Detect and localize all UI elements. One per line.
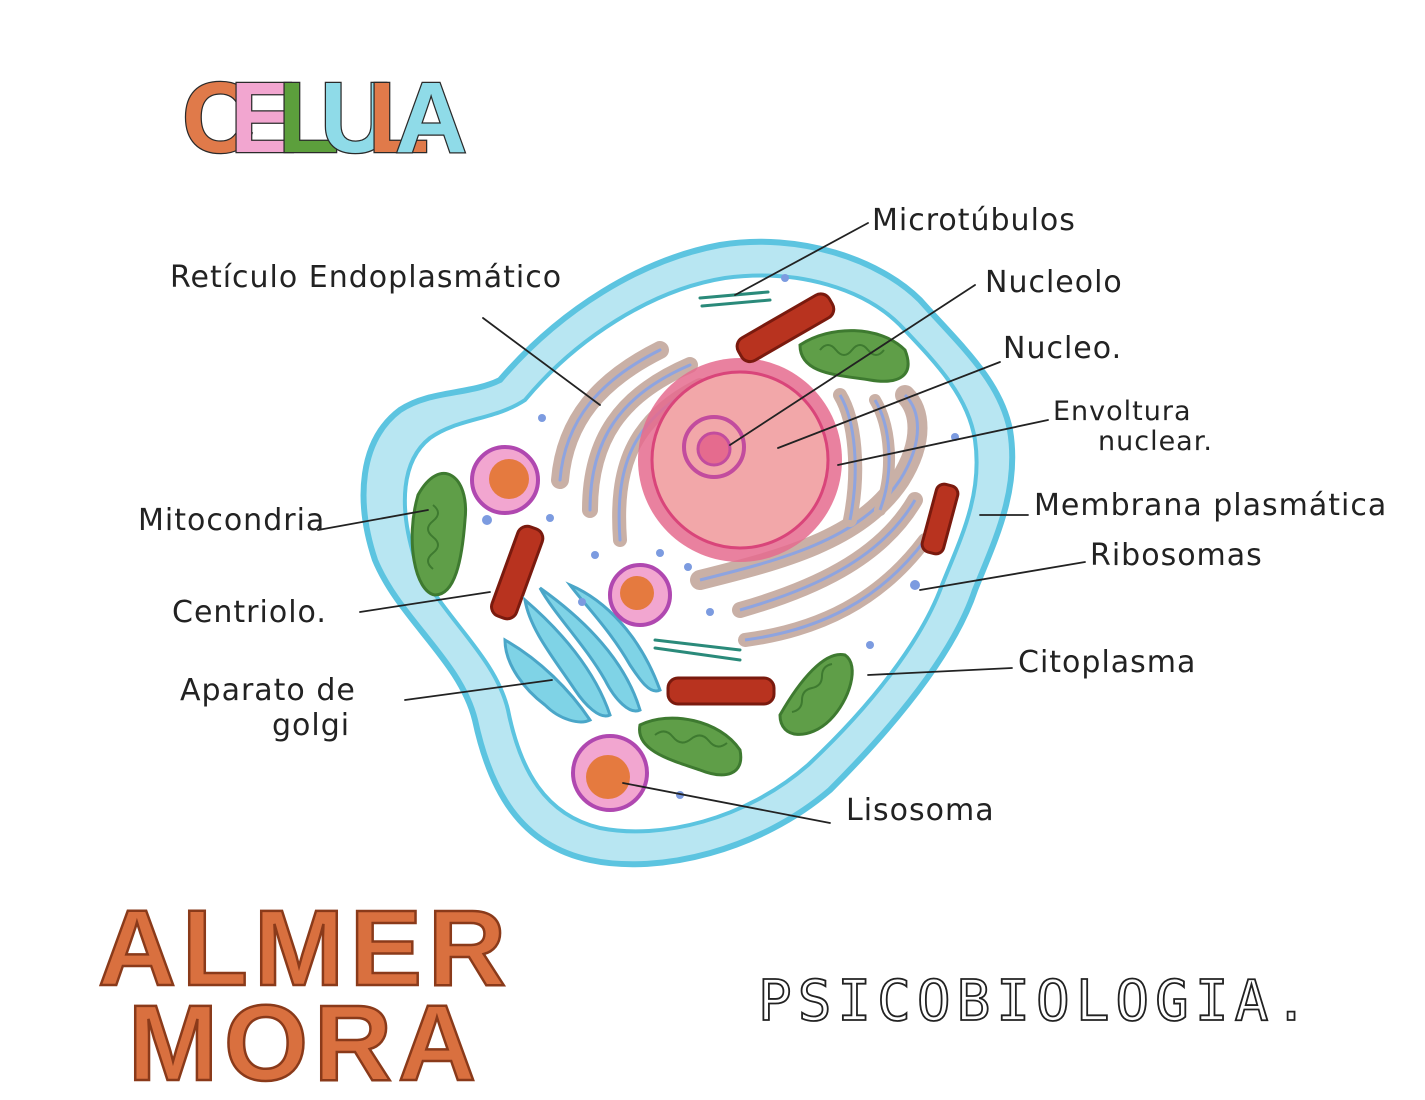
title-letter-u: U xyxy=(320,62,392,174)
title-letter-e: E xyxy=(230,62,297,174)
centriole-2 xyxy=(490,524,545,621)
label-reticulo: Retículo Endoplasmático xyxy=(170,260,562,295)
label-golgi-1: Aparato de xyxy=(180,673,356,708)
label-nucleo: Nucleo. xyxy=(1003,331,1122,366)
label-microtubulos: Microtúbulos xyxy=(872,203,1076,238)
centriole-4 xyxy=(920,482,960,556)
label-centriolo: Centriolo. xyxy=(172,595,327,630)
label-envoltura-2: nuclear. xyxy=(1098,426,1213,457)
author-line-2: MORA xyxy=(128,982,482,1100)
subject-title: PSICOBIOLOGIA. xyxy=(758,969,1314,1034)
label-membrana: Membrana plasmática xyxy=(1034,488,1387,523)
centriole-3 xyxy=(666,676,776,706)
label-envoltura-1: Envoltura xyxy=(1053,396,1192,427)
mitochondrion-1 xyxy=(410,472,468,597)
lysosomes xyxy=(470,445,672,812)
title-letter-l1: L xyxy=(278,62,339,174)
labels: Microtúbulos Retículo Endoplasmático Nuc… xyxy=(138,203,1387,828)
title-letter-l2: L xyxy=(368,62,429,174)
title-letter-c: C xyxy=(182,62,254,174)
label-golgi-2: golgi xyxy=(272,708,350,743)
author-line-1: ALMER xyxy=(98,887,512,1008)
nucleolus-core xyxy=(696,431,732,467)
centriole-1 xyxy=(735,292,836,364)
endoplasmic-reticulum-right xyxy=(690,385,932,647)
title-celula: C E L U L A xyxy=(181,61,469,176)
label-lisosoma: Lisosoma xyxy=(846,793,995,828)
label-nucleolo: Nucleolo xyxy=(985,265,1123,300)
title-letter-a: A xyxy=(395,62,467,174)
ribosomes xyxy=(482,274,959,799)
label-mitocondria: Mitocondria xyxy=(138,503,325,538)
microtubules xyxy=(653,290,772,662)
mitochondria xyxy=(410,329,910,777)
leader-lines xyxy=(317,222,1086,824)
centrioles xyxy=(490,292,960,706)
mitochondria-cristae xyxy=(427,344,885,748)
cell xyxy=(360,238,1016,868)
label-citoplasma: Citoplasma xyxy=(1018,645,1196,680)
mitochondrion-2 xyxy=(798,329,910,383)
mitochondrion-3 xyxy=(778,653,854,736)
author-name: ALMER MORA xyxy=(97,886,512,1100)
label-ribosomas: Ribosomas xyxy=(1090,538,1263,573)
